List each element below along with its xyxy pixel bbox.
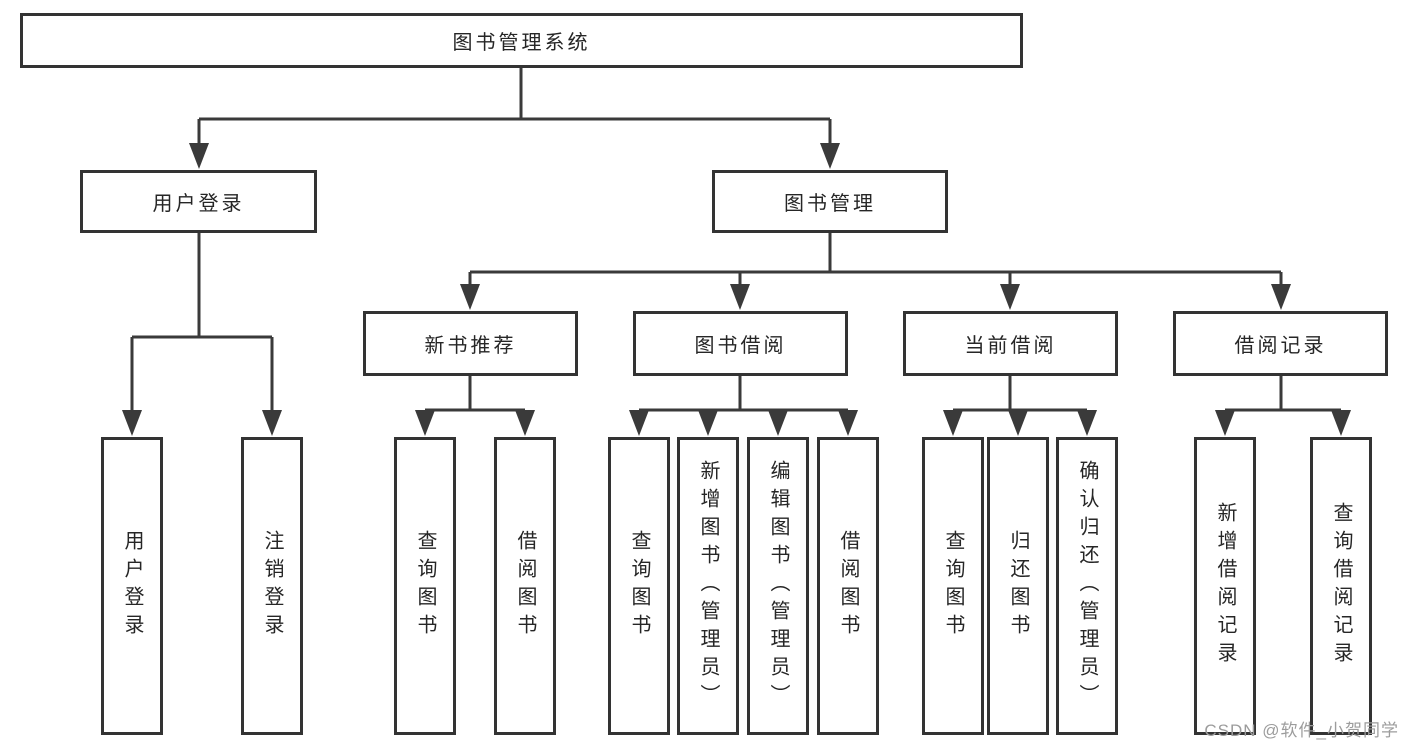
leaf-cb-confirm-return-admin-label: 确认归还（管理员） xyxy=(1076,460,1098,712)
leaf-bb-borrow-books-label: 借阅图书 xyxy=(837,530,859,642)
leaf-bb-add-books-admin-label: 新增图书（管理员） xyxy=(697,460,719,712)
leaf-cb-return-books-label: 归还图书 xyxy=(1007,530,1029,642)
leaf-bb-query-books-label: 查询图书 xyxy=(628,530,650,642)
node-borrow-records: 借阅记录 xyxy=(1173,311,1388,376)
node-current-borrow: 当前借阅 xyxy=(903,311,1118,376)
node-user-login: 用户登录 xyxy=(80,170,317,233)
leaf-user-login-label: 用户登录 xyxy=(121,530,143,642)
leaf-nb-borrow-books-label: 借阅图书 xyxy=(514,530,536,642)
leaf-nb-query-books: 查询图书 xyxy=(394,437,456,735)
leaf-br-query-record: 查询借阅记录 xyxy=(1310,437,1372,735)
csdn-watermark: CSDN @软件_小贺同学 xyxy=(1204,721,1399,740)
node-root: 图书管理系统 xyxy=(20,13,1023,68)
leaf-user-login: 用户登录 xyxy=(101,437,163,735)
leaf-br-query-record-label: 查询借阅记录 xyxy=(1330,502,1352,670)
leaf-bb-edit-books-admin: 编辑图书（管理员） xyxy=(747,437,809,735)
leaf-logout-label: 注销登录 xyxy=(261,530,283,642)
leaf-nb-query-books-label: 查询图书 xyxy=(414,530,436,642)
leaf-cb-confirm-return-admin: 确认归还（管理员） xyxy=(1056,437,1118,735)
leaf-logout: 注销登录 xyxy=(241,437,303,735)
leaf-cb-query-books: 查询图书 xyxy=(922,437,984,735)
leaf-cb-return-books: 归还图书 xyxy=(987,437,1049,735)
leaf-br-add-record-label: 新增借阅记录 xyxy=(1214,502,1236,670)
node-book-management: 图书管理 xyxy=(712,170,948,233)
leaf-bb-query-books: 查询图书 xyxy=(608,437,670,735)
leaf-bb-borrow-books: 借阅图书 xyxy=(817,437,879,735)
node-book-borrow: 图书借阅 xyxy=(633,311,848,376)
leaf-br-add-record: 新增借阅记录 xyxy=(1194,437,1256,735)
node-new-book-recommend: 新书推荐 xyxy=(363,311,578,376)
leaf-nb-borrow-books: 借阅图书 xyxy=(494,437,556,735)
leaf-cb-query-books-label: 查询图书 xyxy=(942,530,964,642)
leaf-bb-edit-books-admin-label: 编辑图书（管理员） xyxy=(767,460,789,712)
leaf-bb-add-books-admin: 新增图书（管理员） xyxy=(677,437,739,735)
